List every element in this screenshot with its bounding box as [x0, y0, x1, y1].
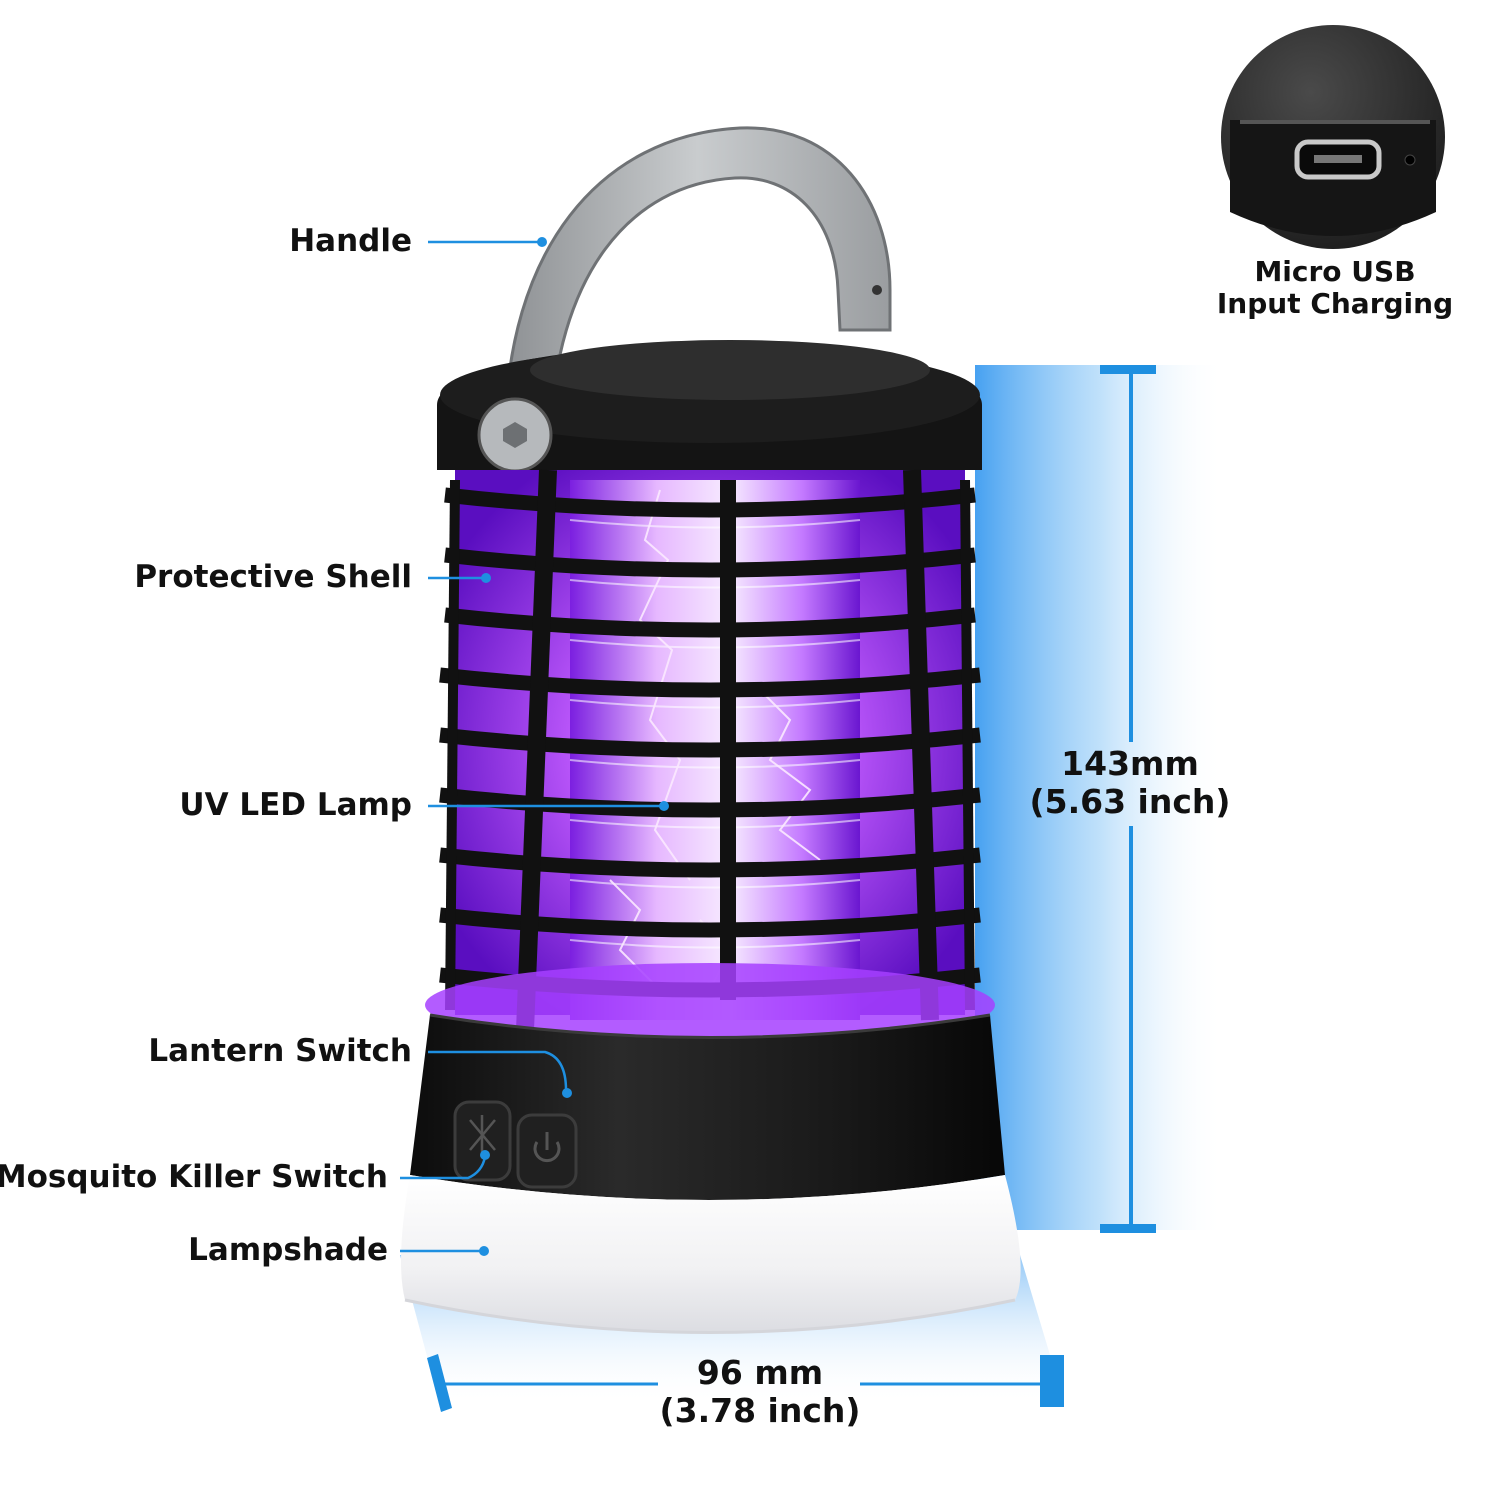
height-mm: 143mm: [1061, 744, 1199, 783]
label-uv-led-lamp: UV LED Lamp: [179, 787, 412, 823]
inset-caption: Micro USB Input Charging: [1210, 255, 1460, 321]
lantern-switch[interactable]: [516, 1113, 578, 1189]
width-mm: 96 mm: [696, 1353, 824, 1392]
mosquito-icon: [469, 1115, 496, 1155]
mosquito-killer-switch[interactable]: [453, 1100, 512, 1182]
micro-usb-inset: [1221, 25, 1445, 249]
label-protective-shell: Protective Shell: [134, 559, 412, 595]
label-handle: Handle: [289, 223, 412, 259]
uv-base-glow: [425, 963, 995, 1047]
height-in: (5.63 inch): [1029, 781, 1231, 821]
height-dimension-line: [1100, 365, 1156, 1233]
inset-caption-line1: Micro USB: [1254, 255, 1416, 288]
power-icon: [533, 1132, 561, 1163]
callout-lines: [400, 237, 669, 1256]
width-dimension-line: [427, 1354, 1064, 1412]
top-cap: [437, 340, 982, 473]
lampshade: [401, 1175, 1021, 1334]
handle: [503, 126, 892, 442]
usb-port-icon: [1294, 139, 1382, 180]
height-glow: [975, 365, 1225, 1230]
label-lantern-switch: Lantern Switch: [148, 1033, 412, 1069]
label-mosquito-killer-switch: Mosquito Killer Switch: [0, 1159, 388, 1195]
width-dimension-label: 96 mm (3.78 inch): [640, 1354, 880, 1430]
protective-shell: [439, 469, 981, 1031]
width-in: (3.78 inch): [659, 1390, 861, 1430]
height-dimension-label: 143mm (5.63 inch): [1010, 745, 1250, 821]
label-lampshade: Lampshade: [188, 1232, 388, 1268]
inset-caption-line2: Input Charging: [1216, 287, 1454, 321]
